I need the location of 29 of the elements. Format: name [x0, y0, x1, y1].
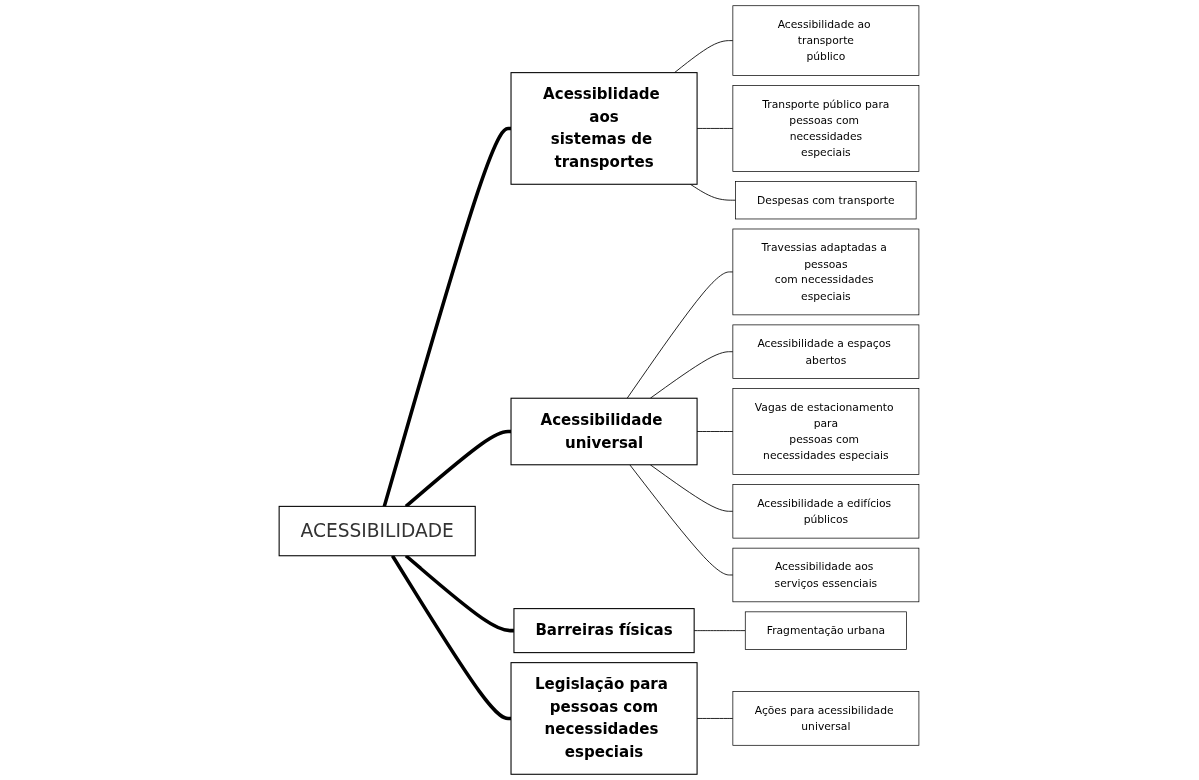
node-box: ACESSIBILIDADE	[279, 505, 477, 557]
node-box: Acessiblidade aos sistemas de transportes	[510, 72, 699, 185]
node-box: Fragmentação urbana	[745, 611, 908, 650]
node-box: Travessias adaptadas a pessoas com necessidades especiais	[732, 228, 920, 316]
node-box: Acessibilidade a edifícios públicos	[732, 484, 920, 539]
node-box: Transporte público para pessoas com necessidades especiais	[732, 85, 920, 172]
connector	[694, 630, 747, 632]
connector	[629, 464, 734, 576]
connector	[697, 718, 734, 719]
node-box: Barreiras físicas	[513, 608, 696, 654]
node-box: Vagas de estacionamento para pessoas com necessidades especiais	[732, 388, 920, 475]
connector	[690, 183, 737, 201]
connector	[405, 554, 515, 633]
connector	[674, 40, 734, 74]
connector	[650, 464, 734, 512]
connector	[627, 271, 734, 399]
node-box: Ações para acessibilidade universal	[732, 691, 920, 746]
connector	[650, 351, 734, 399]
node-box: Despesas com transporte	[735, 181, 917, 220]
connector	[697, 128, 734, 129]
connector	[383, 126, 512, 507]
connector	[697, 431, 734, 432]
connector	[405, 429, 512, 508]
node-box: Acessibilidade ao transporte público	[732, 5, 920, 76]
connector	[391, 554, 512, 721]
node-box: Acessibilidade a espaços abertos	[732, 324, 920, 379]
node-box: Legislação para pessoas com necessidades especiais	[510, 662, 699, 775]
node-box: Acessibilidade universal	[510, 397, 699, 466]
node-box: Acessibilidade aos serviços essenciais	[732, 547, 920, 603]
